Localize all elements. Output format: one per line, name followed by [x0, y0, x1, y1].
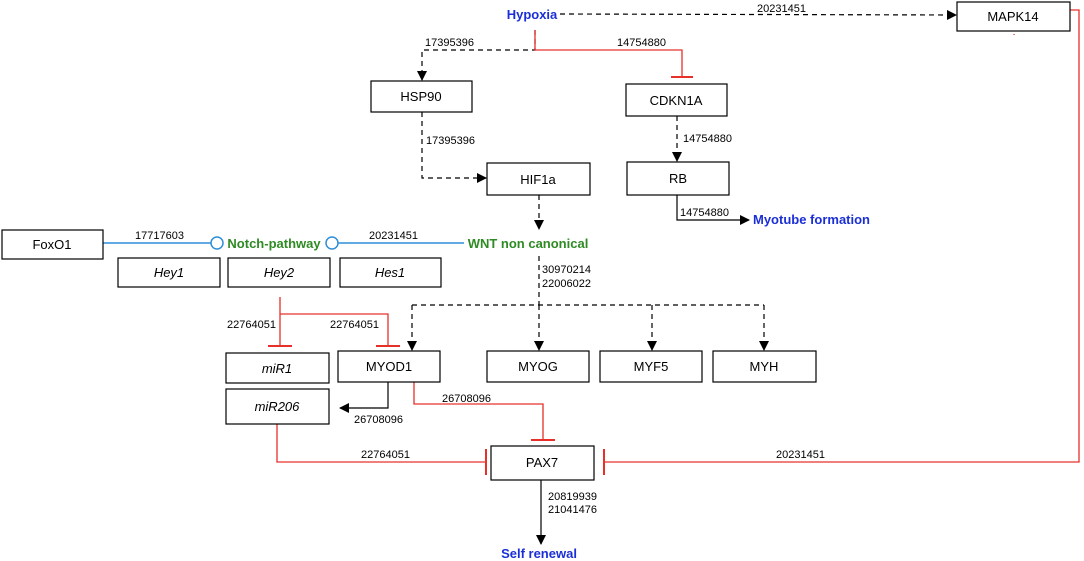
edge-label-hypoxia-cdkn1a: 14754880: [617, 37, 666, 49]
node-mapk14: MAPK14: [956, 1, 1071, 32]
node-myf5: MYF5: [599, 350, 703, 383]
edge-myod1-pax7: [413, 382, 544, 440]
edge-myod1-mir206: [339, 382, 389, 413]
node-mir206: miR206: [225, 388, 330, 425]
edge-hypoxia-cdkn1a: [534, 30, 683, 77]
node-rb: RB: [626, 161, 730, 196]
binding-circle-notch-wnt: [325, 236, 339, 250]
node-hif1a: HIF1a: [486, 162, 591, 196]
node-hey1-label: Hey1: [154, 265, 184, 280]
node-mapk14-label: MAPK14: [987, 9, 1038, 24]
node-myf5-label: MYF5: [634, 359, 669, 374]
edge-label-myod1-mir206: 26708096: [354, 414, 403, 426]
node-hey1: Hey1: [117, 257, 221, 288]
edge-rb-myotube: [676, 195, 750, 225]
node-hsp90: HSP90: [370, 80, 473, 113]
node-mir206-label: miR206: [255, 399, 301, 414]
term-self-renewal: Self renewal: [501, 546, 577, 561]
node-myog: MYOG: [486, 350, 590, 383]
node-mir1-label: miR1: [262, 361, 292, 376]
node-hes1: Hes1: [339, 257, 442, 288]
edge-label-foxo1-notch: 17717603: [135, 230, 184, 242]
edge-label-myod1-pax7: 26708096: [442, 393, 491, 405]
node-pax7: PAX7: [490, 445, 595, 481]
node-mir1: miR1: [225, 352, 330, 384]
edge-label-hypoxia-hsp90: 17395396: [425, 37, 474, 49]
node-foxo1-label: FoxO1: [32, 237, 71, 252]
edge-label-pax7-selfrenewal-2: 21041476: [548, 504, 597, 516]
node-myog-label: MYOG: [518, 359, 558, 374]
edge-hypoxia-mapk14: [559, 9, 957, 20]
node-hey2: Hey2: [227, 257, 331, 288]
node-cdkn1a-label: CDKN1A: [650, 93, 703, 108]
edge-hsp90-hif1a: [421, 112, 487, 183]
edge-label-hsp90-hif1a: 17395396: [426, 135, 475, 147]
node-myod1-label: MYOD1: [366, 359, 412, 374]
edge-label-notch-wnt: 20231451: [369, 230, 418, 242]
edge-hey2-myod1: [280, 313, 389, 346]
edge-label-mapk14-pax7: 20231451: [776, 449, 825, 461]
node-myh-label: MYH: [750, 359, 779, 374]
edge-label-hey2-mir1: 22764051: [227, 319, 276, 331]
edge-label-wnt-targets-1: 30970214: [542, 264, 591, 276]
edge-label-cdkn1a-rb: 14754880: [683, 133, 732, 145]
node-pax7-label: PAX7: [526, 455, 558, 470]
node-myod1: MYOD1: [337, 350, 441, 383]
node-myh: MYH: [712, 350, 817, 383]
node-hsp90-label: HSP90: [400, 89, 441, 104]
node-rb-label: RB: [669, 171, 687, 186]
node-cdkn1a: CDKN1A: [625, 83, 728, 117]
binding-circle-notch: [210, 236, 224, 250]
node-hif1a-label: HIF1a: [520, 172, 556, 187]
term-hypoxia: Hypoxia: [507, 7, 558, 22]
term-myotube-formation: Myotube formation: [753, 212, 870, 227]
node-hes1-label: Hes1: [375, 265, 405, 280]
edge-label-pax7-selfrenewal-1: 20819939: [548, 491, 597, 503]
node-hey2-label: Hey2: [264, 265, 295, 280]
node-foxo1: FoxO1: [1, 229, 104, 260]
edge-label-mir206-pax7: 22764051: [361, 449, 410, 461]
edge-label-hey2-myod1: 22764051: [330, 319, 379, 331]
edge-label-hypoxia-mapk14: 20231451: [757, 3, 806, 15]
edge-mir206-pax7: [276, 424, 486, 463]
edge-label-wnt-targets-2: 22006022: [542, 278, 591, 290]
edge-label-rb-myotube: 14754880: [680, 207, 729, 219]
term-notch-pathway: Notch-pathway: [227, 236, 321, 251]
term-wnt-non-canonical: WNT non canonical: [468, 236, 589, 251]
